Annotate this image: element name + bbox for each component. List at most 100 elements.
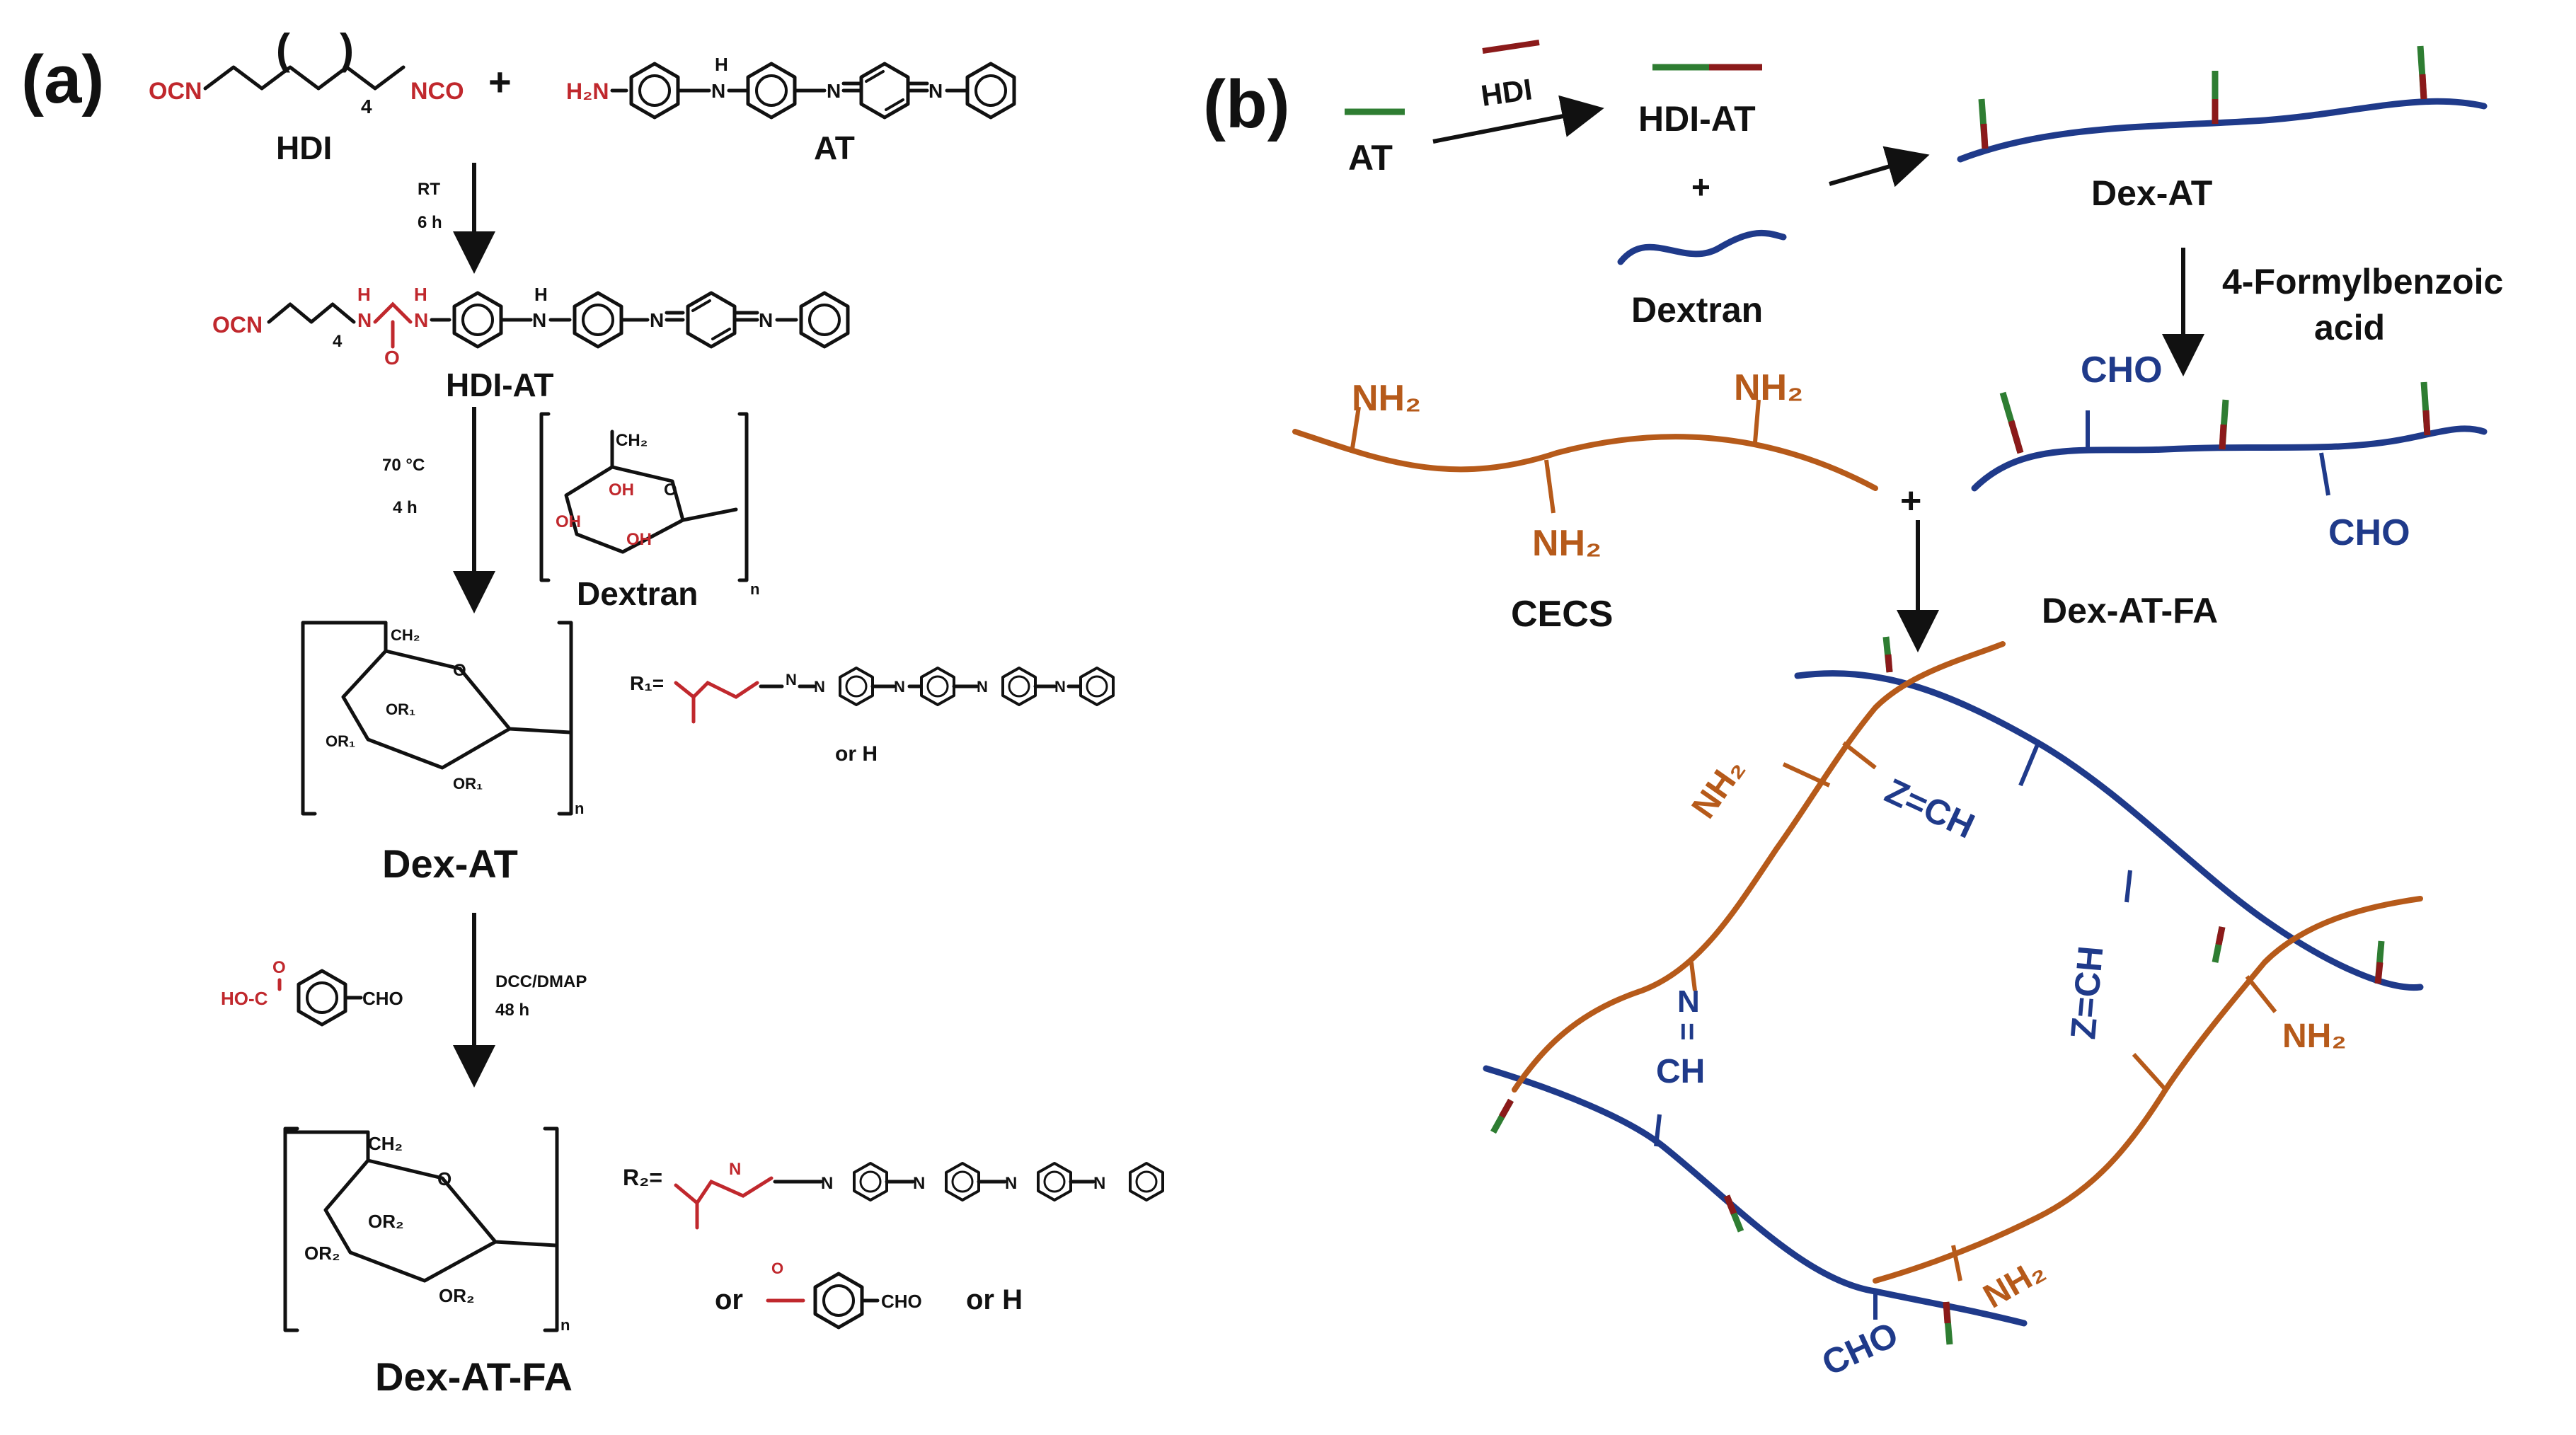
b-hdi-at-label: HDI-AT xyxy=(1638,99,1756,139)
dextran-chain-icon xyxy=(1617,229,1787,265)
b-cecs-nh2-1: NH₂ xyxy=(1352,378,1421,419)
step3-cond2: 48 h xyxy=(495,1001,529,1020)
reagent-hoc: HO-C xyxy=(221,988,268,1009)
hdi-at-h3: H xyxy=(534,284,548,305)
b-net-cho: CHO xyxy=(1816,1314,1904,1383)
dex-at-fa-r-label: R₂= xyxy=(623,1165,662,1190)
hdi-nco-label: NCO xyxy=(410,78,464,105)
dex-at-fa-or2c: OR₂ xyxy=(439,1285,475,1306)
dex-at-n-h: N xyxy=(786,671,797,688)
hdi-at-n4: N xyxy=(650,309,664,331)
b-cho-2: CHO xyxy=(2328,512,2410,553)
hdi-ocn-label: OCN xyxy=(149,78,202,105)
dex-at-fa-nh: N xyxy=(729,1160,741,1179)
b-dextran-label: Dextran xyxy=(1631,290,1763,330)
hdi-at-n1: N xyxy=(357,309,372,331)
dextran-name: Dextran xyxy=(577,575,698,612)
dex-at-fa-name: Dex-AT-FA xyxy=(375,1354,573,1399)
network-dex-bottom xyxy=(1483,1065,2028,1327)
dex-at-fa-chain xyxy=(1971,381,2488,496)
hdi-at-name: HDI-AT xyxy=(446,367,553,403)
hdi-at-sub: 4 xyxy=(333,332,343,351)
reagent-o: O xyxy=(272,958,286,977)
b-dex-at-label: Dex-AT xyxy=(2091,173,2212,213)
dex-at-o: O xyxy=(453,661,466,680)
hdi-subscript: 4 xyxy=(361,96,372,117)
hdi-structure: OCN ( ) 4 NCO HDI xyxy=(149,25,464,166)
step3-cond1: DCC/DMAP xyxy=(495,972,587,991)
step1-cond2: 6 h xyxy=(418,213,442,232)
network-dex-top xyxy=(1794,670,2424,991)
b-net-imine-3-n: N xyxy=(1677,984,1700,1019)
b-reagent-line1: 4-Formylbenzoic xyxy=(2222,262,2503,301)
step2-cond2: 4 h xyxy=(393,498,418,517)
dex-at-fa-n4: N xyxy=(1093,1174,1105,1193)
b-net-imine-3-ch: CH xyxy=(1656,1053,1705,1090)
dex-at-name: Dex-AT xyxy=(382,841,518,886)
dex-at-ch2: CH₂ xyxy=(391,626,420,644)
at-n3: N xyxy=(928,80,943,102)
hdi-name: HDI xyxy=(276,129,332,166)
dextran-o: O xyxy=(664,480,677,500)
dextran-oh1: OH xyxy=(609,480,634,500)
panel-a: (a) OCN ( ) 4 NCO HDI + H₂N H N N xyxy=(21,25,1164,1399)
plus-sign: + xyxy=(488,59,512,104)
dex-at-fa-alt-o: O xyxy=(771,1260,783,1277)
at-structure: H₂N H N N N AT xyxy=(566,54,1014,166)
reagent-cho: CHO xyxy=(362,988,403,1009)
dextran-oh2: OH xyxy=(556,512,581,531)
b-net-nh2-c: NH₂ xyxy=(1977,1251,2052,1315)
hdi-at-n5: N xyxy=(759,309,773,331)
dex-at-fa-structure: n CH₂ O OR₂ OR₂ OR₂ R₂= N N N N N xyxy=(283,1126,1164,1399)
dex-at-fa-or2b: OR₂ xyxy=(304,1243,340,1264)
at-nh-h: H xyxy=(715,54,728,75)
dex-at-r-label: R₁= xyxy=(630,672,664,694)
at-name: AT xyxy=(814,129,855,166)
dex-at-n2: N xyxy=(894,678,905,696)
b-cecs-nh2-3: NH₂ xyxy=(1734,367,1803,408)
at-n1: N xyxy=(711,80,725,102)
hdi-at-ocn: OCN xyxy=(212,312,263,338)
hdi-at-h1: H xyxy=(357,284,371,305)
hdi-segment-icon xyxy=(1482,40,1540,54)
dex-at-n1: N xyxy=(814,678,825,696)
hydrogel-network xyxy=(1483,636,2424,1345)
dex-at-or1c: OR₁ xyxy=(453,775,483,793)
b-at-label: AT xyxy=(1348,138,1393,178)
hdi-at-structure: OCN 4 H N O H N H N N N xyxy=(212,284,848,403)
panel-a-label: (a) xyxy=(21,42,104,117)
hdi-at-o: O xyxy=(384,347,400,369)
dextran-ch2: CH₂ xyxy=(616,431,648,450)
hdi-bracket-right: ) xyxy=(340,25,354,73)
b-dex-at-fa-label: Dex-AT-FA xyxy=(2042,591,2218,630)
dex-at-or1a: OR₁ xyxy=(386,701,415,718)
panel-b: (b) AT HDI HDI-AT + Dextran Dex-AT 4-For… xyxy=(1203,40,2503,1383)
b-net-nh2-b: NH₂ xyxy=(2282,1018,2347,1055)
b-plus-1: + xyxy=(1691,168,1710,205)
network-cecs-left xyxy=(1512,641,2006,1093)
b-plus-2: + xyxy=(1900,480,1921,521)
hdi-at-n2: N xyxy=(414,309,428,331)
b-hdi-label: HDI xyxy=(1479,72,1534,113)
dextran-n: n xyxy=(750,580,759,598)
dex-at-chain xyxy=(1957,45,2488,163)
dex-at-alt: or H xyxy=(835,742,878,766)
b-net-imine-2: Z=CH xyxy=(2063,945,2110,1041)
b-net-nh2-a: NH₂ xyxy=(1685,751,1752,826)
dex-at-fa-alt-or1: or xyxy=(715,1284,743,1315)
step2-cond1: 70 °C xyxy=(382,456,425,475)
formylbenzoic-acid-reagent: HO-C O CHO xyxy=(221,958,403,1025)
b-net-imine-3-eq: = xyxy=(1670,1022,1705,1041)
b-arrow-2 xyxy=(1829,146,1930,188)
dex-at-fa-or2a: OR₂ xyxy=(368,1211,404,1232)
b-cho-1: CHO xyxy=(2081,350,2163,391)
dex-at-fa-ch2: CH₂ xyxy=(368,1133,403,1154)
dex-at-fa-n1: N xyxy=(821,1174,833,1193)
dex-at-structure: n CH₂ O OR₁ OR₁ OR₁ R₁= N N N N xyxy=(301,621,1115,886)
dex-at-n3: N xyxy=(977,678,988,696)
b-arrow-1 xyxy=(1432,95,1604,144)
dex-at-fa-alt-cho: CHO xyxy=(881,1291,922,1312)
dextran-oh3: OH xyxy=(626,530,652,549)
dex-at-n4: N xyxy=(1054,678,1066,696)
